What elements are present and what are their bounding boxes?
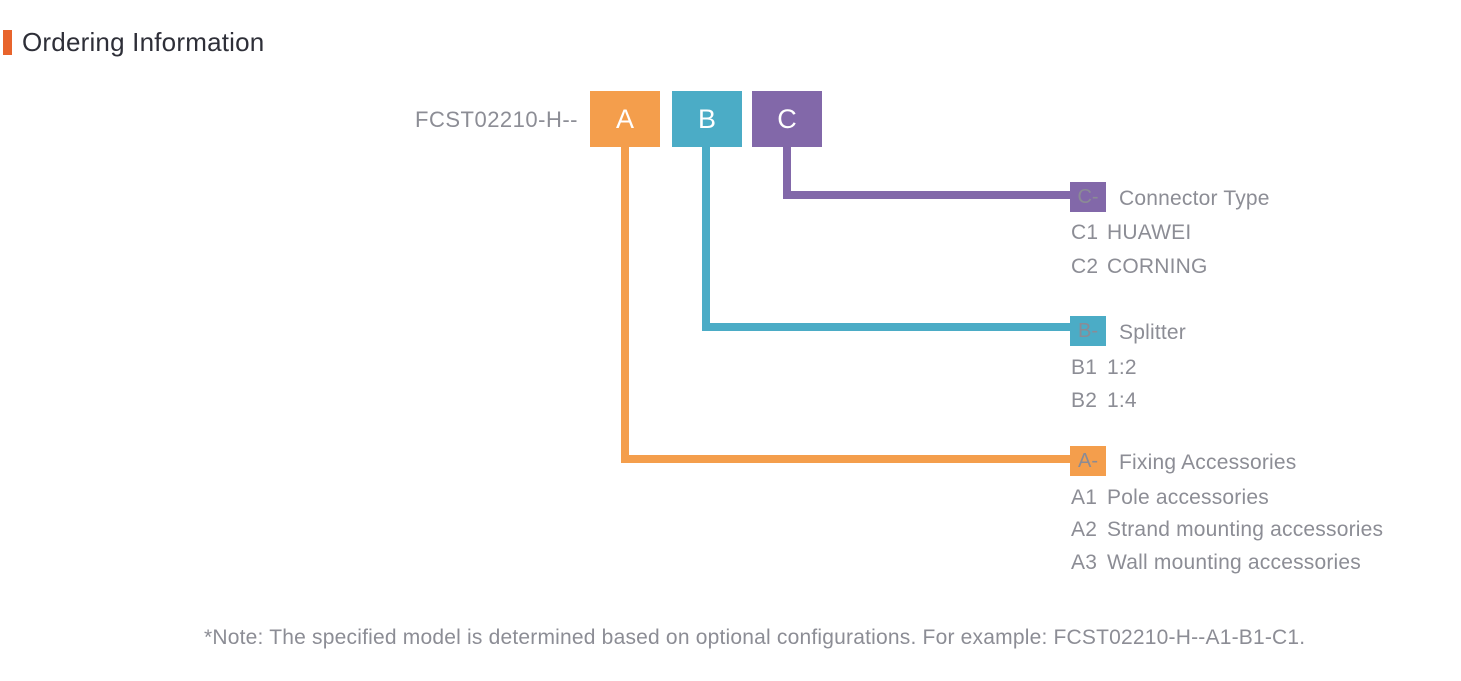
- legend-tag-a: A-: [1070, 446, 1106, 476]
- legend-item-a2-desc: Strand mounting accessories: [1107, 518, 1384, 541]
- legend-title-splitter: Splitter: [1119, 321, 1186, 344]
- code-box-b: B: [672, 91, 742, 147]
- legend-item-b1-code: B1: [1071, 356, 1098, 379]
- title-accent-bar: [3, 30, 12, 55]
- legend-item-b2: B2 1:4: [1071, 389, 1137, 413]
- legend-item-c1: C1 HUAWEI: [1071, 221, 1191, 245]
- legend-item-c2-code: C2: [1071, 255, 1099, 278]
- legend-item-a3-desc: Wall mounting accessories: [1107, 551, 1361, 574]
- legend-item-b1-desc: 1:2: [1107, 356, 1137, 379]
- connector-line-b-horizontal: [702, 323, 1073, 331]
- legend-item-c1-code: C1: [1071, 221, 1099, 244]
- legend-item-a2: A2 Strand mounting accessories: [1071, 518, 1383, 542]
- legend-item-c1-desc: HUAWEI: [1107, 221, 1192, 244]
- legend-item-b1: B1 1:2: [1071, 356, 1137, 380]
- legend-item-a3-code: A3: [1071, 551, 1098, 574]
- model-code-label: FCST02210-H--: [415, 107, 578, 132]
- legend-item-a1-code: A1: [1071, 486, 1098, 509]
- note-text: *Note: The specified model is determined…: [204, 626, 1306, 649]
- legend-tag-c: C-: [1070, 182, 1106, 212]
- legend-item-a3: A3 Wall mounting accessories: [1071, 551, 1361, 575]
- legend-item-a2-code: A2: [1071, 518, 1098, 541]
- legend-item-c2-desc: CORNING: [1107, 255, 1208, 278]
- legend-title-connector-type: Connector Type: [1119, 187, 1270, 210]
- legend-item-a1: A1 Pole accessories: [1071, 486, 1269, 510]
- connector-line-a-horizontal: [621, 455, 1073, 463]
- code-box-b-letter: B: [697, 103, 716, 134]
- connector-line-b-vertical: [702, 147, 710, 331]
- legend-tag-b: B-: [1070, 316, 1106, 346]
- code-box-c: C: [752, 91, 822, 147]
- connector-line-a-vertical: [621, 147, 629, 463]
- legend-item-b2-code: B2: [1071, 389, 1098, 412]
- code-box-c-letter: C: [777, 103, 797, 134]
- connector-line-c-horizontal: [783, 191, 1073, 199]
- legend-item-b2-desc: 1:4: [1107, 389, 1137, 412]
- code-box-a-letter: A: [615, 103, 634, 134]
- page-title: Ordering Information: [22, 27, 265, 57]
- connector-line-c-vertical: [783, 147, 791, 199]
- legend-item-a1-desc: Pole accessories: [1107, 486, 1269, 509]
- legend-title-fixing-accessories: Fixing Accessories: [1119, 451, 1297, 474]
- legend-item-c2: C2 CORNING: [1071, 255, 1208, 279]
- code-box-a: A: [590, 91, 660, 147]
